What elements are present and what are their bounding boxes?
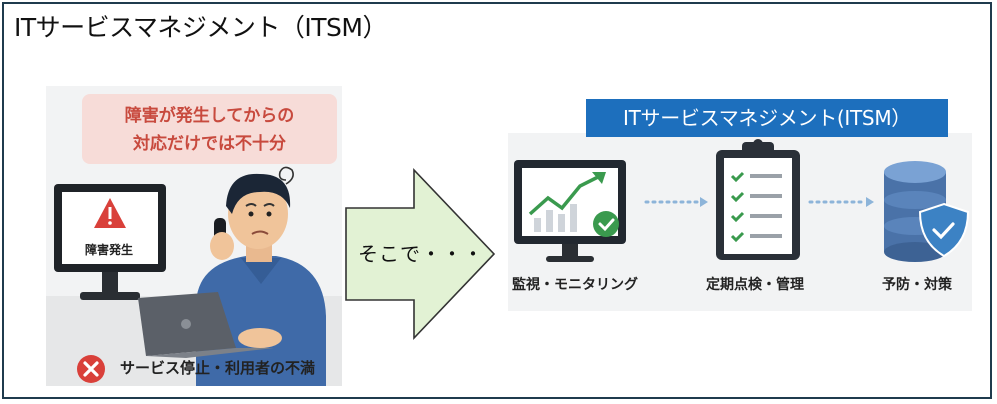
problem-illustration: 障害が発生してからの 対応だけでは不十分 障害発生 サービス停止・利用者の不満 xyxy=(46,86,342,386)
connector-1 xyxy=(644,197,708,207)
arrow-text: そこで・・・ xyxy=(358,242,484,266)
error-icon xyxy=(77,355,105,383)
connector-2 xyxy=(808,197,874,207)
itsm-banner: ITサービスマネジメント(ITSM） xyxy=(586,99,948,137)
database-shield-icon xyxy=(884,161,970,262)
consequence-text: サービス停止・利用者の不満 xyxy=(120,359,316,377)
step-label-prevention: 予防・対策 xyxy=(882,277,952,293)
page-title: ITサービスマネジメント（ITSM） xyxy=(14,13,387,42)
step-label-monitoring: 監視・モニタリング xyxy=(512,277,638,293)
transition-arrow xyxy=(345,168,496,340)
problem-callout: 障害が発生してからの 対応だけでは不十分 xyxy=(82,94,337,164)
problem-line-2: 対応だけでは不十分 xyxy=(133,134,286,154)
clipboard-checklist-icon xyxy=(716,139,800,260)
worried-person xyxy=(196,166,326,386)
illustration-background xyxy=(46,166,342,386)
step-label-inspection: 定期点検・管理 xyxy=(706,277,804,293)
problem-line-1: 障害が発生してからの xyxy=(124,106,295,126)
warning-icon xyxy=(94,198,126,228)
laptop-icon xyxy=(138,292,282,358)
monitor-chart-icon xyxy=(514,160,626,262)
monitor-label: 障害発生 xyxy=(84,243,133,257)
